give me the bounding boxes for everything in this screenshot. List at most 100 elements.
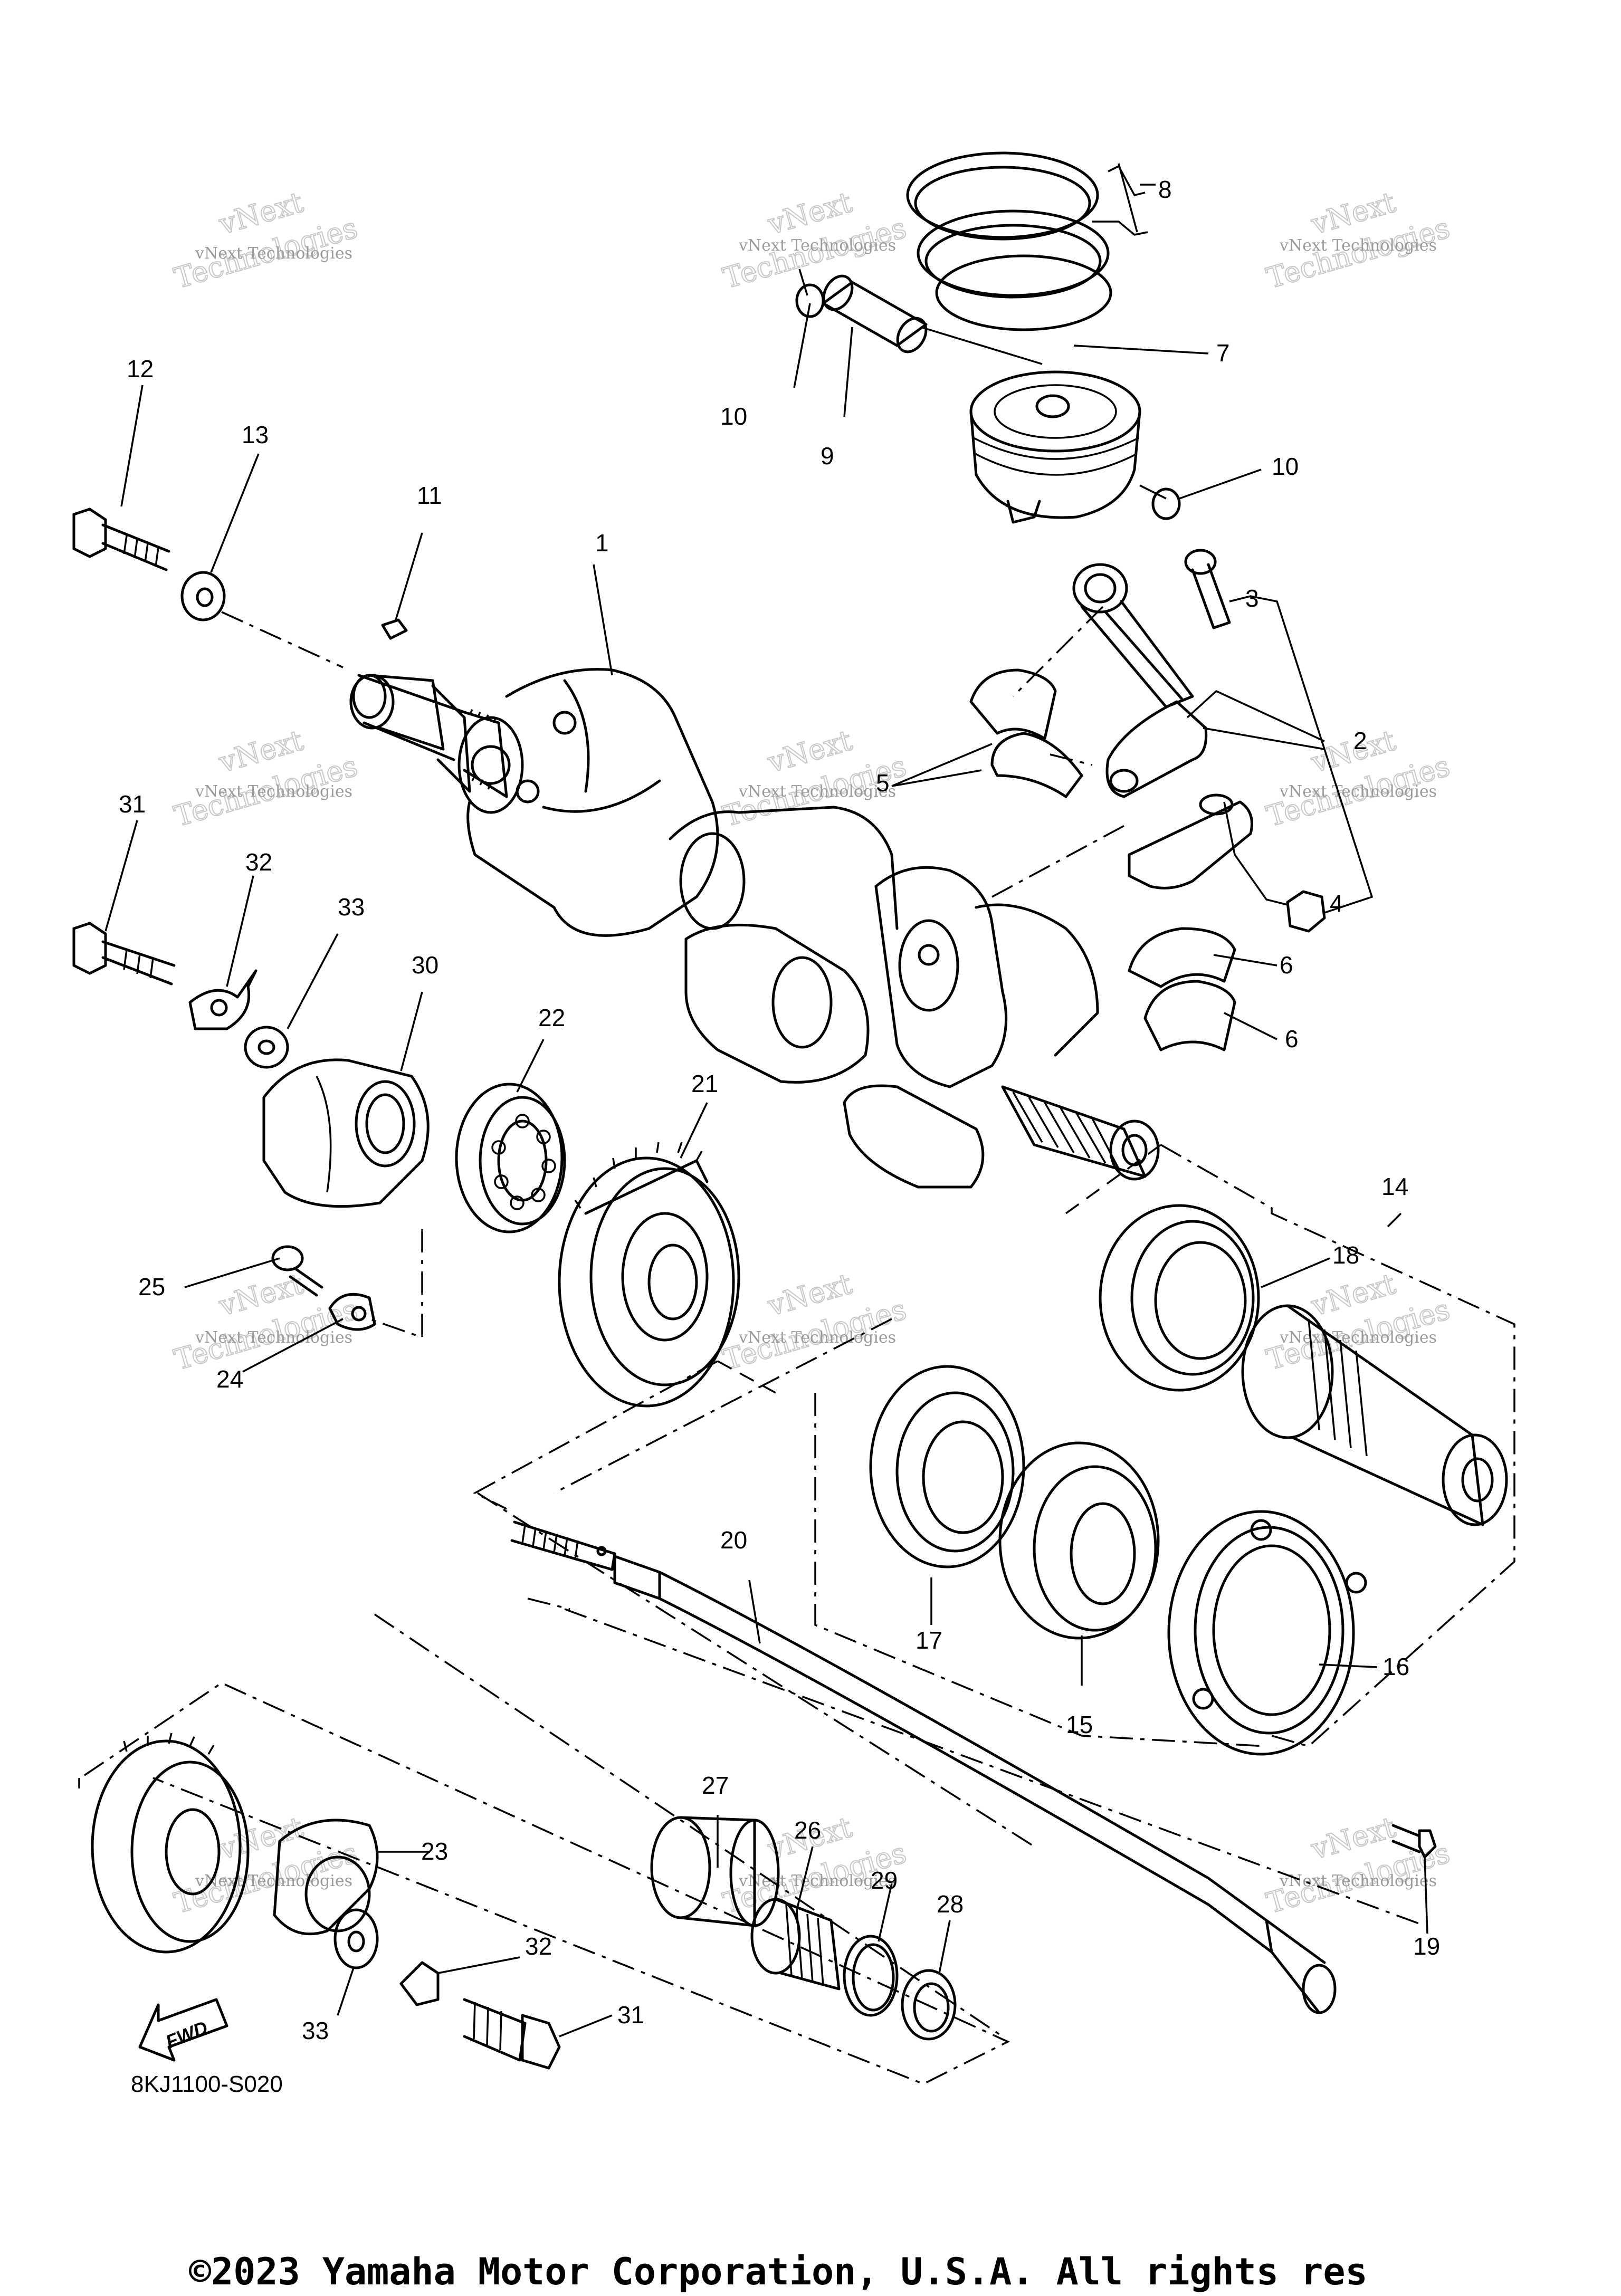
screw-25[interactable] bbox=[271, 1245, 323, 1297]
seal-18[interactable] bbox=[1099, 1204, 1260, 1392]
crankshaft[interactable] bbox=[349, 668, 1099, 1189]
callout-26: 26 bbox=[794, 1816, 821, 1844]
watermark-small: vNext Technologies bbox=[195, 244, 352, 263]
callout-23: 23 bbox=[421, 1838, 448, 1865]
callout-8: 8 bbox=[1158, 176, 1172, 203]
watermark-small: vNext Technologies bbox=[738, 236, 896, 255]
washer-33-lower[interactable] bbox=[333, 1908, 379, 1969]
callout-30: 30 bbox=[412, 951, 438, 979]
callout-28: 28 bbox=[937, 1890, 964, 1918]
ring-28[interactable] bbox=[901, 1969, 957, 2041]
piston-pin[interactable] bbox=[818, 271, 932, 357]
housing-16[interactable] bbox=[1167, 1510, 1367, 1756]
bearing-22[interactable] bbox=[455, 1083, 566, 1233]
callout-22: 22 bbox=[538, 1004, 565, 1031]
callout-11: 11 bbox=[417, 482, 442, 509]
callout-33a: 33 bbox=[338, 893, 365, 921]
crank-bolt[interactable] bbox=[72, 508, 170, 571]
fwd-arrow: FWD bbox=[138, 1998, 228, 2062]
group-14-outline bbox=[1160, 1144, 1515, 1747]
leader-7 bbox=[1073, 345, 1209, 355]
big-end-bearings[interactable] bbox=[969, 668, 1083, 798]
assembly-lines bbox=[78, 606, 1425, 2085]
needle-bearing-26[interactable] bbox=[750, 1898, 841, 1991]
leader-pin-axis bbox=[920, 326, 1043, 365]
bolt-31-upper[interactable] bbox=[72, 922, 176, 986]
watermark-small: vNext Technologies bbox=[195, 1328, 352, 1347]
callout-32a: 32 bbox=[245, 848, 272, 876]
connecting-rod-cap[interactable] bbox=[1128, 793, 1253, 889]
watermark-small: vNext Technologies bbox=[1279, 1328, 1437, 1347]
watermark-small: vNext Technologies bbox=[1279, 1872, 1437, 1890]
callout-29: 29 bbox=[871, 1867, 898, 1894]
piston-pin-clips[interactable] bbox=[795, 283, 1181, 520]
watermark-small: vNext Technologies bbox=[1279, 236, 1437, 255]
gear-21[interactable] bbox=[558, 1142, 740, 1408]
bolt-19[interactable] bbox=[1391, 1824, 1437, 1859]
group-14-link bbox=[1065, 1144, 1162, 1214]
callout-7: 7 bbox=[1216, 339, 1230, 367]
bearing-15[interactable] bbox=[998, 1441, 1160, 1640]
lock-washer-32-lower[interactable] bbox=[399, 1961, 440, 2006]
leader-lines bbox=[104, 163, 1428, 2037]
callout-6b: 6 bbox=[1285, 1025, 1299, 1053]
crank-output-spline[interactable] bbox=[1001, 1085, 1160, 1181]
woodruff-key[interactable] bbox=[381, 618, 408, 640]
driveshaft-20[interactable] bbox=[510, 1520, 1337, 2014]
callout-20: 20 bbox=[720, 1526, 747, 1554]
gear-bottom-left[interactable] bbox=[91, 1733, 250, 1954]
callout-25: 25 bbox=[138, 1273, 165, 1300]
group-14-outline-left bbox=[814, 1393, 1267, 1747]
piston-rings[interactable] bbox=[906, 151, 1112, 331]
diagram-code: 8KJ1100-S020 bbox=[131, 2071, 283, 2097]
callout-18: 18 bbox=[1332, 1241, 1359, 1269]
watermark-small: vNext Technologies bbox=[1279, 782, 1437, 801]
bolt-31-lower[interactable] bbox=[463, 1998, 561, 2070]
copyright-notice: ©2023 Yamaha Motor Corporation, U.S.A. A… bbox=[189, 2250, 1368, 2293]
crank-weight-30[interactable] bbox=[262, 1058, 430, 1208]
callout-numbers: 1 2 3 4 5 6 6 7 8 9 10 10 11 12 13 14 15… bbox=[119, 176, 1440, 2044]
fwd-label: FWD bbox=[163, 2016, 211, 2053]
callout-1: 1 bbox=[595, 529, 609, 557]
callout-10a: 10 bbox=[720, 403, 747, 430]
callout-9: 9 bbox=[821, 442, 834, 470]
rod-nut[interactable] bbox=[1286, 890, 1326, 933]
watermark-small: vNext Technologies bbox=[738, 782, 896, 801]
callout-4: 4 bbox=[1330, 889, 1343, 917]
main-bearings[interactable] bbox=[1128, 927, 1236, 1051]
crank-nose-sprocket[interactable] bbox=[352, 674, 508, 798]
callout-33b: 33 bbox=[302, 2017, 329, 2044]
callout-3: 3 bbox=[1245, 585, 1259, 612]
crank-washer[interactable] bbox=[180, 571, 226, 621]
watermark-small: vNext Technologies bbox=[738, 1872, 896, 1890]
callout-32b: 32 bbox=[525, 1933, 552, 1960]
callout-31b: 31 bbox=[617, 2001, 644, 2029]
callout-17: 17 bbox=[916, 1627, 942, 1654]
callout-10b: 10 bbox=[1272, 453, 1299, 480]
watermark-small: vNext Technologies bbox=[195, 782, 352, 801]
callout-27: 27 bbox=[702, 1772, 729, 1799]
watermark-small: vNext Technologies bbox=[195, 1872, 352, 1890]
plate-24[interactable] bbox=[328, 1293, 376, 1331]
piston[interactable] bbox=[969, 370, 1141, 524]
weight-23[interactable] bbox=[273, 1819, 379, 1936]
circlip-29[interactable] bbox=[843, 1935, 899, 2017]
callout-24: 24 bbox=[216, 1365, 243, 1393]
leader-clip-axis bbox=[1139, 484, 1167, 500]
seal-17[interactable] bbox=[869, 1365, 1025, 1568]
washer-33-upper[interactable] bbox=[244, 1026, 289, 1069]
callout-21: 21 bbox=[691, 1070, 718, 1097]
shaft-coupling[interactable] bbox=[1241, 1304, 1508, 1526]
callout-15: 15 bbox=[1066, 1711, 1093, 1738]
callout-19: 19 bbox=[1413, 1933, 1440, 1960]
callout-14: 14 bbox=[1381, 1173, 1408, 1200]
connecting-rod[interactable] bbox=[1072, 563, 1208, 798]
watermark-small: vNext Technologies bbox=[738, 1328, 896, 1347]
assembly-line-24 bbox=[369, 1229, 423, 1339]
callout-16: 16 bbox=[1382, 1653, 1409, 1680]
callout-2: 2 bbox=[1353, 727, 1367, 754]
lock-washer-32-upper[interactable] bbox=[188, 969, 258, 1030]
rod-bolt[interactable] bbox=[1184, 549, 1231, 629]
callout-13: 13 bbox=[242, 421, 269, 448]
